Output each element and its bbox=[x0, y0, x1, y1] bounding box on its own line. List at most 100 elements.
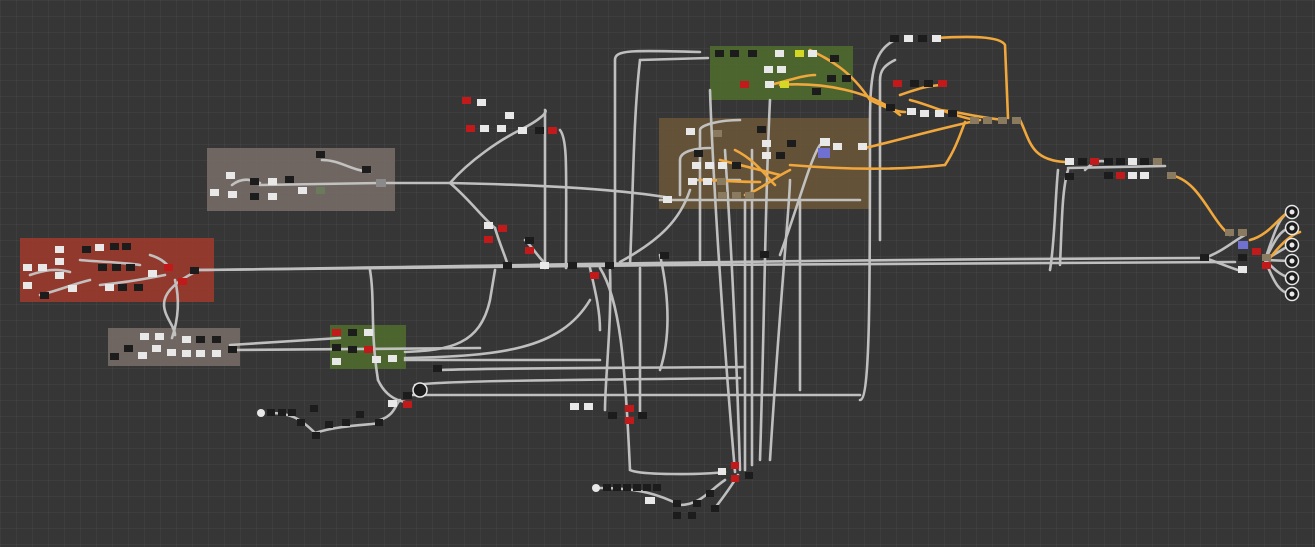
graph-node[interactable] bbox=[740, 81, 749, 88]
graph-node[interactable] bbox=[325, 421, 333, 428]
graph-node[interactable] bbox=[285, 176, 294, 183]
graph-node[interactable] bbox=[1225, 229, 1234, 236]
graph-node[interactable] bbox=[356, 411, 364, 418]
graph-node[interactable] bbox=[540, 262, 549, 269]
graph-node[interactable] bbox=[332, 329, 341, 336]
graph-node[interactable] bbox=[812, 88, 821, 95]
graph-node[interactable] bbox=[1116, 158, 1125, 165]
graph-node[interactable] bbox=[118, 284, 127, 291]
graph-node[interactable] bbox=[718, 468, 726, 475]
graph-node[interactable] bbox=[310, 405, 318, 412]
graph-node[interactable] bbox=[288, 409, 296, 416]
graph-node[interactable] bbox=[134, 284, 143, 291]
graph-node[interactable] bbox=[110, 243, 119, 250]
graph-node[interactable] bbox=[1140, 158, 1149, 165]
graph-node[interactable] bbox=[638, 412, 647, 419]
graph-node[interactable] bbox=[182, 336, 191, 343]
graph-node[interactable] bbox=[190, 267, 199, 274]
graph-node[interactable] bbox=[55, 258, 64, 265]
graph-node[interactable] bbox=[148, 270, 157, 277]
graph-node[interactable] bbox=[268, 193, 277, 200]
graph-node[interactable] bbox=[970, 117, 979, 124]
graph-node[interactable] bbox=[625, 405, 634, 412]
graph-node[interactable] bbox=[1238, 254, 1247, 261]
output-sphere-icon[interactable] bbox=[1284, 204, 1300, 220]
graph-node[interactable] bbox=[705, 162, 714, 169]
graph-node[interactable] bbox=[663, 196, 672, 203]
graph-node[interactable] bbox=[935, 110, 944, 117]
graph-node[interactable] bbox=[484, 222, 493, 229]
graph-node[interactable] bbox=[535, 127, 544, 134]
graph-node[interactable] bbox=[907, 108, 916, 115]
graph-node[interactable] bbox=[505, 112, 514, 119]
graph-node[interactable] bbox=[645, 497, 655, 504]
graph-node[interactable] bbox=[653, 484, 661, 491]
graph-node[interactable] bbox=[98, 264, 107, 271]
graph-node[interactable] bbox=[983, 117, 992, 124]
graph-node[interactable] bbox=[711, 505, 719, 512]
graph-node[interactable] bbox=[745, 472, 753, 479]
graph-node[interactable] bbox=[226, 172, 235, 179]
graph-node[interactable] bbox=[932, 35, 941, 42]
graph-node[interactable] bbox=[210, 189, 219, 196]
graph-node[interactable] bbox=[364, 329, 373, 336]
graph-node[interactable] bbox=[462, 97, 471, 104]
graph-node[interactable] bbox=[762, 140, 771, 147]
graph-node-round[interactable] bbox=[412, 382, 428, 398]
graph-node[interactable] bbox=[692, 162, 701, 169]
graph-node[interactable] bbox=[548, 127, 557, 134]
graph-node[interactable] bbox=[155, 333, 164, 340]
graph-node[interactable] bbox=[820, 138, 830, 146]
output-sphere-icon[interactable] bbox=[1284, 237, 1300, 253]
graph-node[interactable] bbox=[745, 192, 754, 199]
graph-node[interactable] bbox=[1262, 254, 1271, 261]
graph-node[interactable] bbox=[484, 236, 493, 243]
graph-node[interactable] bbox=[342, 419, 350, 426]
graph-node[interactable] bbox=[688, 512, 696, 519]
graph-node[interactable] bbox=[827, 75, 836, 82]
graph-node[interactable] bbox=[376, 179, 386, 187]
graph-node[interactable] bbox=[590, 272, 599, 279]
graph-node[interactable] bbox=[717, 178, 726, 185]
graph-node[interactable] bbox=[570, 403, 579, 410]
graph-node[interactable] bbox=[250, 178, 259, 185]
graph-node[interactable] bbox=[1167, 172, 1176, 179]
graph-node[interactable] bbox=[694, 150, 703, 157]
graph-node[interactable] bbox=[196, 350, 205, 357]
graph-node[interactable] bbox=[1012, 117, 1021, 124]
graph-node[interactable] bbox=[760, 251, 769, 258]
graph-node[interactable] bbox=[1140, 172, 1149, 179]
graph-node[interactable] bbox=[706, 490, 714, 497]
graph-node[interactable] bbox=[1238, 229, 1247, 236]
graph-node[interactable] bbox=[1104, 158, 1113, 165]
graph-node[interactable] bbox=[613, 484, 621, 491]
graph-node[interactable] bbox=[140, 333, 149, 340]
graph-node[interactable] bbox=[732, 192, 741, 199]
graph-node[interactable] bbox=[633, 484, 641, 491]
graph-node[interactable] bbox=[890, 35, 899, 42]
graph-node[interactable] bbox=[603, 484, 611, 491]
graph-node[interactable] bbox=[762, 152, 771, 159]
graph-node[interactable] bbox=[38, 264, 47, 271]
graph-node[interactable] bbox=[23, 282, 32, 289]
graph-node[interactable] bbox=[776, 152, 785, 159]
graph-node[interactable] bbox=[1153, 158, 1162, 165]
output-sphere-icon[interactable] bbox=[1284, 270, 1300, 286]
graph-node[interactable] bbox=[332, 344, 341, 351]
output-sphere-icon[interactable] bbox=[1284, 220, 1300, 236]
graph-node[interactable] bbox=[795, 50, 804, 57]
graph-node-round[interactable] bbox=[257, 409, 265, 417]
graph-node[interactable] bbox=[68, 285, 77, 292]
graph-node[interactable] bbox=[278, 409, 286, 416]
graph-node[interactable] bbox=[297, 419, 305, 426]
graph-node[interactable] bbox=[250, 193, 259, 200]
graph-node[interactable] bbox=[673, 512, 681, 519]
graph-node[interactable] bbox=[403, 401, 412, 408]
graph-node[interactable] bbox=[842, 75, 851, 82]
graph-node[interactable] bbox=[268, 178, 277, 185]
graph-node[interactable] bbox=[858, 143, 867, 150]
graph-node[interactable] bbox=[196, 336, 205, 343]
graph-node[interactable] bbox=[112, 264, 121, 271]
graph-node[interactable] bbox=[605, 262, 614, 269]
